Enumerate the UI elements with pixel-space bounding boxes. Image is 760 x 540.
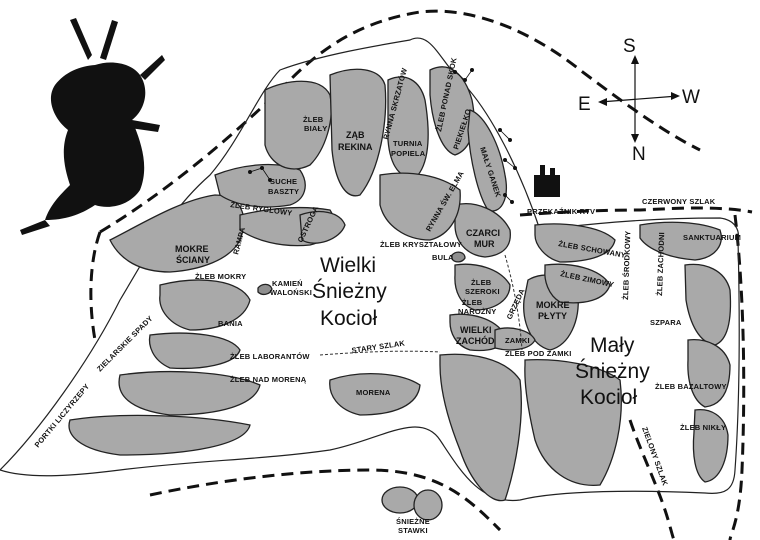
rock-nad-morena (118, 370, 261, 416)
label-zleb-bazaltowy: ŻLEB BAZALTOWY (655, 382, 727, 391)
label-wielki-2: Śnieżny (312, 279, 387, 303)
rock-bania (159, 279, 251, 331)
demon-logo (20, 18, 165, 235)
label-zamki: ZAMKI (505, 336, 530, 345)
label-zleb-szeroki-1: ŻLEB (471, 278, 492, 287)
label-turnia-popiela-1: TURNIA (393, 139, 423, 148)
constellation-marks (247, 68, 518, 204)
rock-lower-left (68, 414, 251, 456)
label-suche-baszty-2: BASZTY (268, 187, 299, 196)
label-zleb-narozny-1: ŻLEB (462, 298, 483, 307)
label-zleb-srodkowy: ŻLEB ŚRODKOWY (621, 231, 632, 301)
label-czerwony-szlak: CZERWONY SZLAK (642, 197, 716, 206)
rock-szpara (684, 263, 732, 346)
rock-laborantow (148, 332, 241, 370)
label-mokre-sciany-1: MOKRE (175, 244, 209, 254)
rock-mokre-sciany (109, 194, 245, 273)
label-wielki-zachod-1: WIELKI (460, 325, 492, 335)
label-zleb-nikly: ŻLEB NIKŁY (680, 423, 726, 432)
pond-right (413, 489, 443, 521)
rock-maly-ganek (467, 109, 507, 212)
label-wielki-zachod-2: ZACHÓD (456, 335, 495, 346)
label-sanktuarium: SANKTUARIUM (683, 233, 741, 242)
label-wielki-1: Wielki (320, 254, 376, 277)
label-zleb-pod-zamki: ŻLEB POD ZAMKI (505, 349, 572, 358)
rock-turnia-popiela (387, 76, 429, 178)
label-stary-szlak: STARY SZLAK (351, 339, 406, 355)
label-kamien-walonski-2: WALOŃSKI (270, 288, 312, 297)
label-zleb-zachodni: ŻLEB ZACHODNI (655, 232, 666, 296)
label-sniezne-stawki-1: ŚNIEŻNE (396, 517, 430, 526)
compass-w-label: W (682, 87, 700, 108)
rock-ostroga (299, 211, 346, 244)
label-zleb-narozny-2: NAROŻNY (458, 307, 496, 316)
label-zleb-laborantow: ŻLEB LABORANTÓW (230, 352, 310, 361)
rock-kamien (257, 283, 273, 296)
label-zleb-bialy-1: ŻLEB (303, 115, 324, 124)
outer-trail-south (149, 468, 502, 532)
label-bania: BANIA (218, 319, 243, 328)
rock-lower-central (439, 353, 522, 502)
compass-s-label: S (623, 36, 636, 57)
rock-zamki (494, 327, 536, 351)
label-czarci-mur-1: CZARCI (466, 228, 500, 238)
label-sniezne-stawki-2: STAWKI (398, 526, 428, 535)
label-turnia-popiela-2: POPIELA (391, 149, 426, 158)
label-maly-3: Kocioł (580, 386, 638, 409)
label-zielarskie-spady: ZIELARSKIE SPADY (95, 314, 155, 374)
rock-suche-baszty (214, 163, 306, 208)
label-zleb-szeroki-2: SZEROKI (465, 287, 500, 296)
rock-sanktuarium (639, 221, 722, 261)
stary-szlak-path (319, 350, 441, 356)
compass-e-label: E (578, 94, 591, 115)
label-zab-rekina-1: ZĄB (346, 130, 365, 140)
label-zleb-nad-morena: ŻLEB NAD MORENĄ (230, 375, 307, 384)
green-trail (628, 419, 676, 540)
label-wielki-3: Kocioł (320, 307, 378, 330)
label-kamien-walonski-1: KAMIEŃ (272, 279, 303, 288)
rock-zab-rekina (329, 68, 387, 197)
label-przekaznik-rtv: PRZEKAŹNIK RTV (527, 207, 595, 216)
rock-central-mid (379, 172, 461, 241)
label-bula: BULA (432, 253, 454, 262)
label-zleb-krysztalowy: ŻLEB KRYSZTAŁOWY (380, 240, 462, 249)
label-mokre-plyty-1: MOKRE (536, 300, 570, 310)
rock-zleb-szeroki (454, 263, 511, 311)
grzeda-line (504, 254, 523, 351)
label-mokre-plyty-2: PŁYTY (538, 311, 567, 321)
rock-nikly (692, 409, 729, 483)
rock-lower-right (524, 359, 622, 486)
outer-trail-west (89, 231, 102, 341)
rock-czarci-mur (454, 203, 511, 258)
label-szpara: SZPARA (650, 318, 682, 327)
rock-bazaltowy (687, 339, 731, 408)
cirque-outline (0, 37, 740, 502)
rock-upper-left (264, 80, 332, 170)
label-zab-rekina-2: REKINA (338, 142, 373, 152)
label-czarci-mur-2: MUR (474, 239, 495, 249)
red-trail (519, 206, 753, 217)
pond-left (381, 486, 419, 514)
label-suche-baszty-1: SUCHE (270, 177, 297, 186)
label-maly-2: Śnieżny (575, 359, 650, 383)
compass-rose: S W E N (578, 36, 700, 165)
rock-morena (329, 373, 421, 416)
rock-schowany (534, 223, 616, 263)
label-morena: MORENA (356, 388, 391, 397)
compass-n-label: N (632, 144, 646, 165)
rtv-transmitter-icon (534, 165, 560, 197)
label-mokre-sciany-2: ŚCIANY (176, 254, 210, 265)
label-maly-1: Mały (590, 334, 635, 357)
rock-bula (451, 251, 466, 263)
rock-zimowy (544, 263, 611, 304)
label-zleb-bialy-2: BIAŁY (304, 124, 328, 133)
outer-trail-east (728, 214, 746, 540)
label-zleb-mokry: ŻLEB MOKRY (195, 272, 246, 281)
